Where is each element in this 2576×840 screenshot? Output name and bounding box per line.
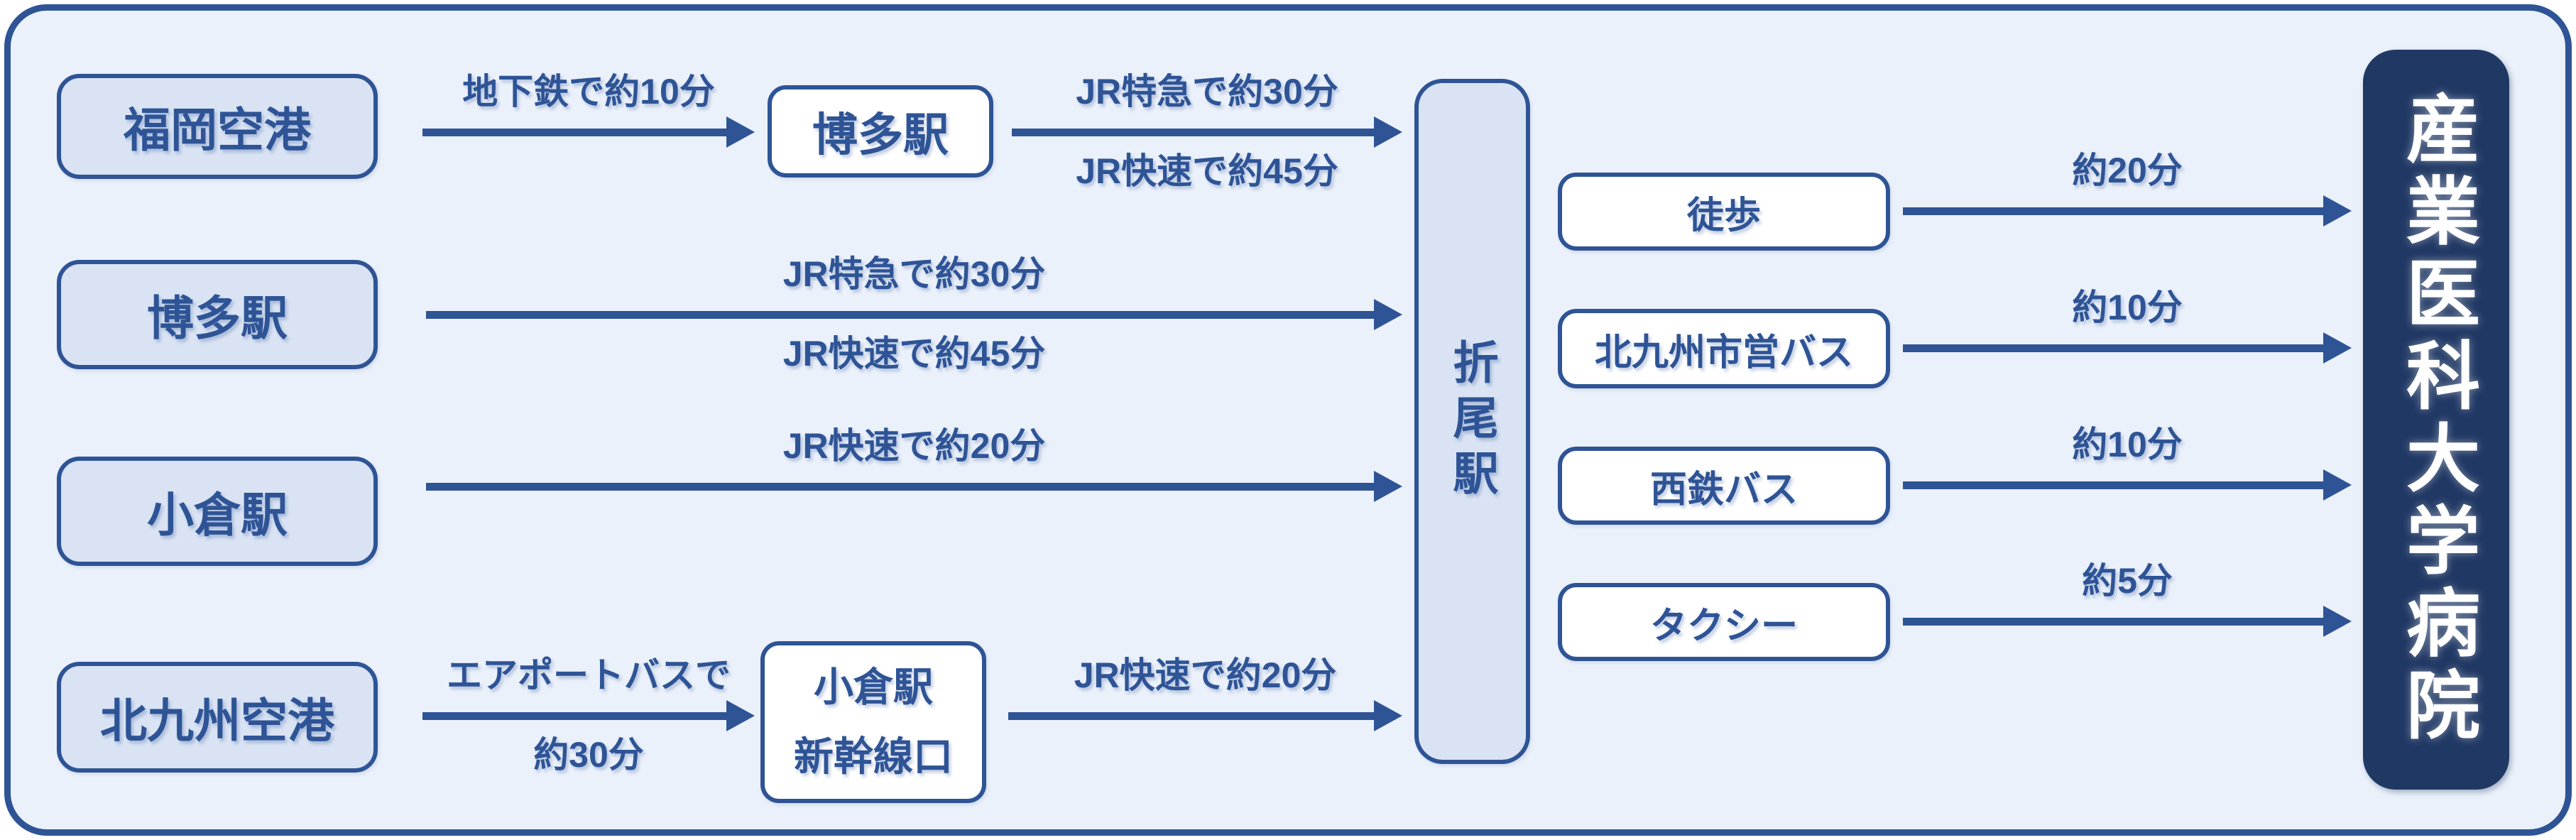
diagram-frame — [4, 4, 2572, 836]
right-arrow-icon — [422, 700, 755, 731]
edge-kitakyushu-to-kokura: エアポートバスで 約30分 — [422, 655, 755, 775]
arrow-shaft — [426, 483, 1381, 491]
right-arrow-icon — [1903, 469, 2352, 501]
node-hospital: 産業医科大学病院 — [2363, 50, 2509, 790]
right-arrow-icon — [1903, 195, 2352, 227]
right-arrow-icon — [426, 471, 1402, 502]
node-kitakyushu-airport-label: 北九州空港 — [100, 694, 334, 747]
edge-kokura-to-orio: JR快速で約20分 — [426, 425, 1402, 502]
node-walk-label: 徒歩 — [1686, 195, 1761, 236]
arrow-head — [1374, 700, 1402, 731]
node-fukuoka-airport: 福岡空港 — [57, 74, 378, 179]
edge-hakata-top-to-orio-label-below: JR快速で約45分 — [1076, 151, 1338, 191]
edge-kitakyushu-to-kokura-label-below: 約30分 — [533, 735, 644, 775]
arrow-head — [726, 700, 755, 731]
arrow-shaft — [1012, 129, 1381, 136]
node-kokura-shinkansen-line1: 小倉駅 — [814, 665, 933, 709]
arrow-head — [2323, 332, 2352, 364]
arrow-shaft — [422, 129, 733, 136]
edge-hakata-to-orio-label-below: JR快速で約45分 — [782, 334, 1046, 373]
edge-city-bus-to-hospital-label: 約10分 — [2072, 288, 2183, 327]
node-orio-station: 折尾駅 — [1414, 79, 1530, 764]
node-kokura-station-label: 小倉駅 — [147, 489, 288, 541]
edge-walk-to-hospital-label: 約20分 — [2072, 151, 2183, 190]
edge-fukuoka-to-hakata-label: 地下鉄で約10分 — [462, 72, 715, 111]
node-hakata-station-top-label: 博多駅 — [812, 109, 949, 160]
right-arrow-icon — [1903, 332, 2352, 364]
node-kokura-shinkansen-line2: 新幹線口 — [794, 734, 953, 779]
edge-kitakyushu-to-kokura-label-above: エアポートバスで — [447, 655, 731, 695]
edge-hakata-to-orio-label-above: JR特急で約30分 — [782, 254, 1046, 294]
node-taxi: タクシー — [1558, 583, 1890, 661]
edge-kokura-to-orio-label: JR快速で約20分 — [782, 426, 1046, 466]
right-arrow-icon — [1012, 116, 1402, 148]
node-walk: 徒歩 — [1558, 173, 1890, 251]
node-kokura-station: 小倉駅 — [57, 457, 378, 566]
right-arrow-icon — [426, 299, 1402, 330]
arrow-head — [1374, 471, 1402, 502]
edge-city-bus-to-hospital: 約10分 — [1903, 287, 2352, 364]
right-arrow-icon — [1008, 700, 1402, 731]
node-hospital-label: 産業医科大学病院 — [2394, 90, 2477, 749]
edge-nishitetsu-to-hospital: 約10分 — [1903, 424, 2352, 501]
right-arrow-icon — [1903, 606, 2352, 637]
arrow-shaft — [1008, 712, 1381, 720]
arrow-head — [1374, 116, 1402, 148]
node-kitakyushu-airport: 北九州空港 — [57, 662, 378, 773]
right-arrow-icon — [422, 116, 755, 148]
arrow-shaft — [1903, 344, 2330, 352]
arrow-head — [2323, 469, 2352, 501]
edge-kokura-shinkansen-to-orio-label: JR快速で約20分 — [1074, 655, 1337, 695]
node-hakata-station-label: 博多駅 — [147, 292, 288, 344]
edge-fukuoka-to-hakata: 地下鉄で約10分 — [422, 71, 755, 148]
arrow-shaft — [422, 712, 733, 720]
node-taxi-label: タクシー — [1649, 605, 1798, 647]
arrow-head — [2323, 195, 2352, 227]
edge-kokura-shinkansen-to-orio: JR快速で約20分 — [1008, 655, 1402, 731]
node-hakata-station: 博多駅 — [57, 260, 378, 369]
arrow-shaft — [426, 311, 1381, 319]
edge-taxi-to-hospital-label: 約5分 — [2082, 561, 2173, 601]
edge-hakata-top-to-orio: JR特急で約30分 JR快速で約45分 — [1012, 71, 1402, 192]
node-orio-station-label: 折尾駅 — [1446, 338, 1498, 505]
edge-nishitetsu-to-hospital-label: 約10分 — [2072, 425, 2183, 464]
node-nishitetsu-bus-label: 西鉄バス — [1649, 469, 1798, 511]
arrow-head — [2323, 606, 2352, 637]
edge-hakata-top-to-orio-label-above: JR特急で約30分 — [1076, 72, 1338, 111]
edge-taxi-to-hospital: 約5分 — [1903, 560, 2352, 637]
node-kokura-shinkansen-exit: 小倉駅 新幹線口 — [760, 641, 986, 803]
node-nishitetsu-bus: 西鉄バス — [1558, 447, 1890, 525]
node-hakata-station-top: 博多駅 — [768, 85, 993, 178]
arrow-head — [726, 116, 755, 148]
arrow-shaft — [1903, 618, 2330, 626]
edge-hakata-to-orio: JR特急で約30分 JR快速で約45分 — [426, 253, 1402, 374]
edge-walk-to-hospital: 約20分 — [1903, 150, 2352, 227]
arrow-head — [1374, 299, 1402, 330]
arrow-shaft — [1903, 207, 2330, 215]
arrow-shaft — [1903, 481, 2330, 489]
node-city-bus: 北九州市営バス — [1558, 309, 1890, 388]
node-city-bus-label: 北九州市営バス — [1594, 332, 1853, 373]
node-fukuoka-airport-label: 福岡空港 — [124, 104, 311, 156]
